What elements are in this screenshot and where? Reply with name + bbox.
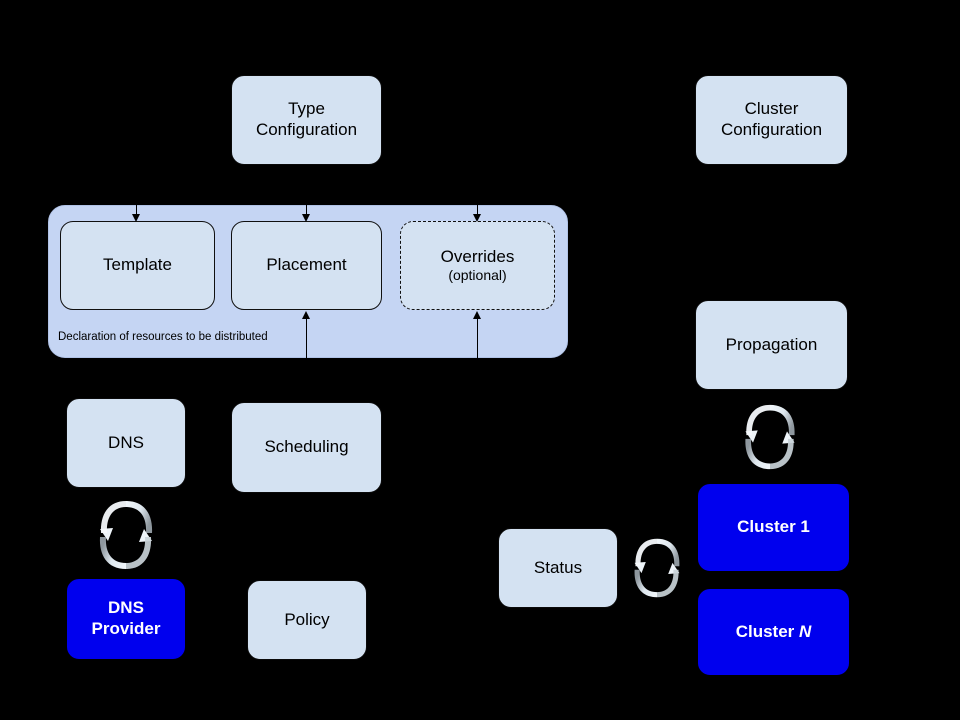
node-status-label: Status — [533, 557, 583, 577]
node-placement-label: Placement — [266, 255, 347, 275]
cluster-n-prefix: Cluster — [735, 621, 799, 641]
node-cluster-n[interactable]: Cluster N — [697, 588, 850, 676]
sync-icon-status — [626, 528, 688, 608]
node-cluster-configuration-label: Cluster Configuration — [721, 99, 822, 140]
cluster-1-prefix: Cluster — [737, 517, 801, 537]
cluster-n-suffix: N — [799, 621, 812, 641]
node-dns-label: DNS — [108, 432, 144, 452]
connector-policy-to-overrides-line — [477, 318, 479, 358]
cluster-1-suffix: 1 — [800, 517, 810, 537]
connector-type-config-to-template-line — [136, 205, 138, 216]
connector-type-config-to-overrides-head — [473, 214, 481, 222]
node-overrides[interactable]: Overrides (optional) — [400, 221, 555, 310]
node-cluster-1-label: Cluster 1 — [737, 517, 810, 538]
type-config-line1: Type — [288, 99, 325, 119]
connector-policy-to-overrides-head — [473, 311, 481, 319]
node-placement[interactable]: Placement — [231, 221, 382, 310]
node-dns[interactable]: DNS — [66, 398, 186, 488]
sync-icon-dns — [90, 495, 162, 575]
connector-type-config-to-placement-line — [306, 205, 308, 216]
node-status[interactable]: Status — [498, 528, 618, 608]
sync-icon-propagation — [736, 397, 804, 477]
cluster-config-line1: Cluster — [744, 99, 799, 119]
node-overrides-label: Overrides (optional) — [441, 247, 515, 285]
overrides-sublabel: (optional) — [448, 267, 507, 284]
connector-type-config-to-overrides-line — [477, 205, 479, 216]
node-propagation-label: Propagation — [725, 334, 818, 354]
node-cluster-1[interactable]: Cluster 1 — [697, 483, 850, 572]
node-dns-provider-label: DNS Provider — [92, 598, 161, 639]
overrides-title: Overrides — [440, 246, 515, 266]
node-scheduling[interactable]: Scheduling — [231, 402, 382, 493]
node-propagation[interactable]: Propagation — [695, 300, 848, 390]
node-policy[interactable]: Policy — [247, 580, 367, 660]
node-scheduling-label: Scheduling — [264, 437, 349, 457]
node-type-configuration[interactable]: Type Configuration — [231, 75, 382, 165]
node-cluster-n-label: Cluster N — [736, 622, 812, 643]
connector-scheduling-to-placement-head — [302, 311, 310, 319]
connector-type-config-to-template-head — [132, 214, 140, 222]
type-config-line2: Configuration — [255, 120, 358, 139]
node-type-configuration-label: Type Configuration — [256, 99, 357, 140]
node-dns-provider[interactable]: DNS Provider — [66, 578, 186, 660]
group-caption: Declaration of resources to be distribut… — [58, 331, 268, 343]
dns-provider-line1: DNS — [108, 598, 144, 618]
connector-type-config-to-placement-head — [302, 214, 310, 222]
cluster-config-line2: Configuration — [720, 120, 823, 139]
dns-provider-line2: Provider — [91, 619, 161, 638]
node-cluster-configuration[interactable]: Cluster Configuration — [695, 75, 848, 165]
connector-scheduling-to-placement-line — [306, 318, 308, 358]
node-policy-label: Policy — [284, 609, 330, 629]
node-template-label: Template — [103, 255, 172, 275]
node-template[interactable]: Template — [60, 221, 215, 310]
